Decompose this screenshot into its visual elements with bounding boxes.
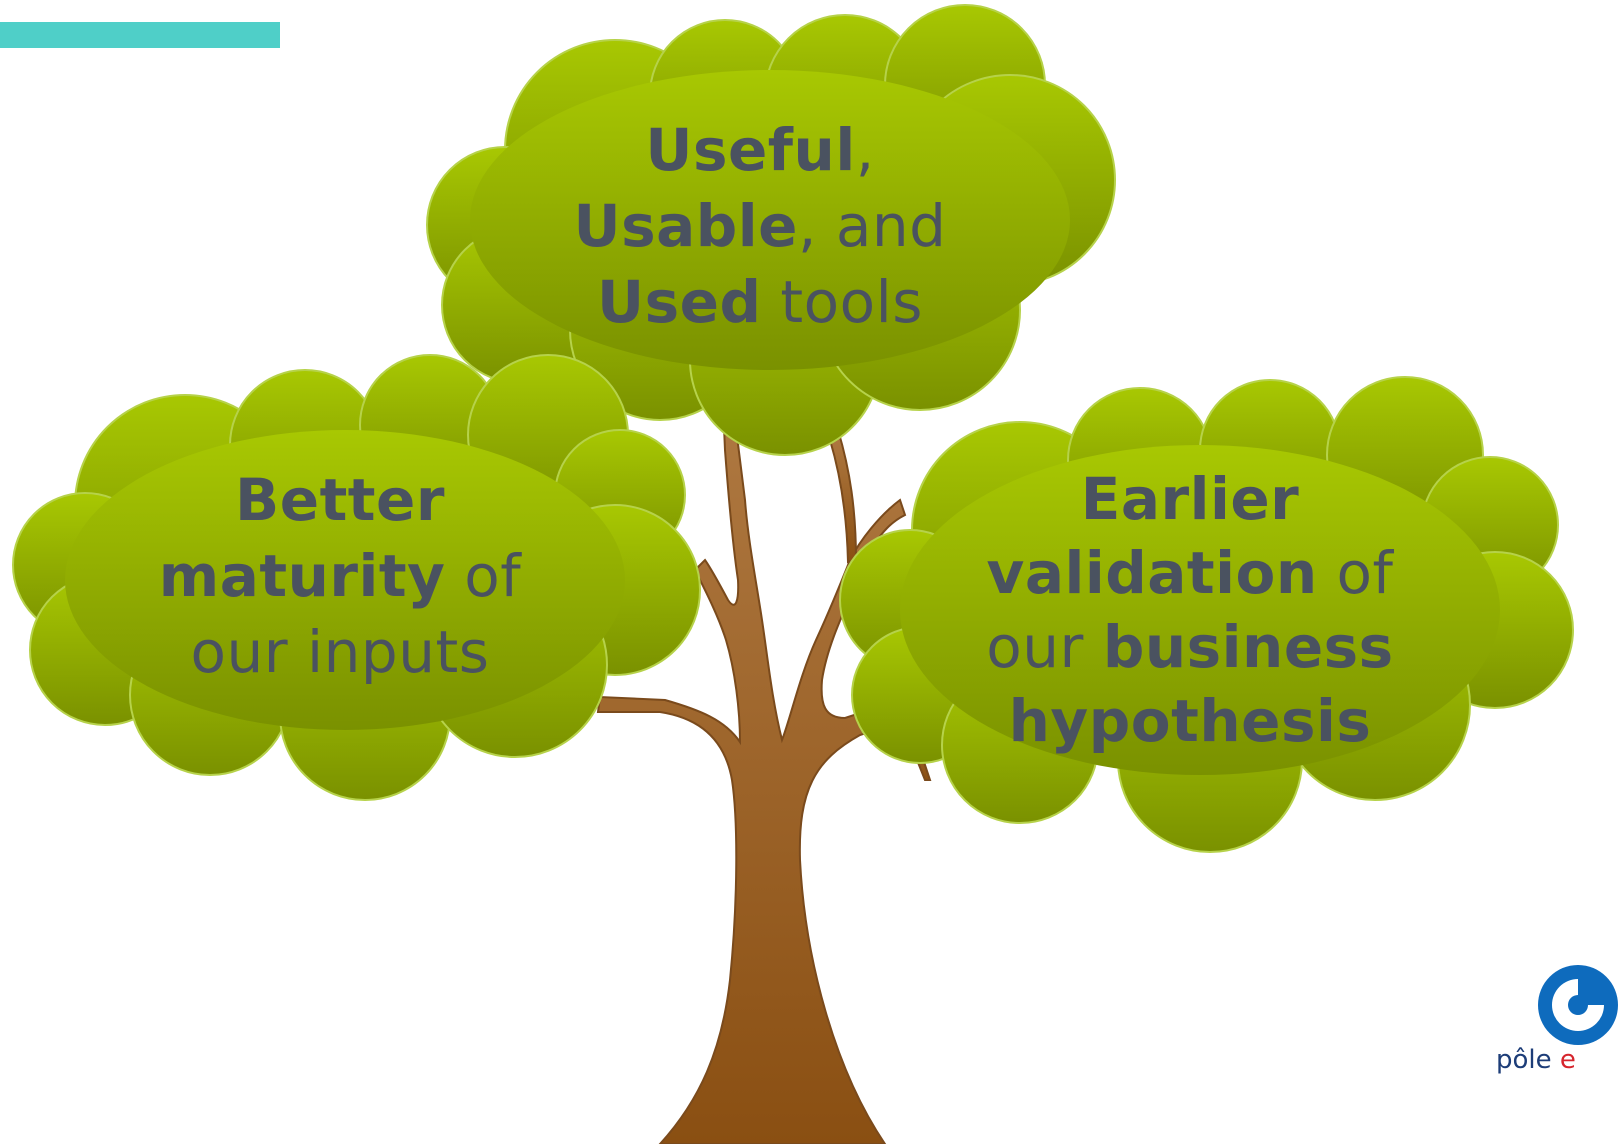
cloud-right (839, 376, 1574, 853)
cloud-top-text: Useful, Usable, and Used tools (480, 112, 1040, 340)
bold-text: Earlier (1080, 465, 1300, 533)
cloud-right-line-4: hypothesis (880, 684, 1500, 758)
bold-text: Better (235, 466, 445, 534)
bold-text: hypothesis (1008, 687, 1372, 755)
logo-emblem-icon (1538, 965, 1618, 1045)
cloud-left (12, 354, 701, 801)
regular-text: tools (761, 268, 923, 336)
logo-text-accent: e (1559, 1045, 1576, 1075)
regular-text: of (1317, 539, 1394, 607)
cloud-left-line-2: maturity of (40, 538, 640, 614)
bold-text: maturity (158, 542, 446, 610)
cloud-top-line-2: Usable, and (480, 188, 1040, 264)
cloud-right-text: Earlier validation of our business hypot… (880, 462, 1500, 758)
logo-text: pôle (1496, 1045, 1560, 1075)
regular-text: our (986, 613, 1103, 681)
regular-text: our inputs (190, 618, 490, 686)
regular-text: , and (798, 192, 947, 260)
cloud-top-line-3: Used tools (480, 264, 1040, 340)
regular-text: of (445, 542, 522, 610)
bold-text: Useful (645, 116, 856, 184)
logo-label: pôle e (1496, 1045, 1576, 1075)
regular-text: , (855, 116, 875, 184)
cloud-left-text: Better maturity of our inputs (40, 462, 640, 690)
bold-text: business (1102, 613, 1394, 681)
cloud-right-line-2: validation of (880, 536, 1500, 610)
pole-emploi-logo: pôle e (1490, 965, 1619, 1144)
cloud-top-line-1: Useful, (480, 112, 1040, 188)
cloud-right-line-3: our business (880, 610, 1500, 684)
cloud-left-line-1: Better (40, 462, 640, 538)
cloud-left-line-3: our inputs (40, 614, 640, 690)
cloud-right-line-1: Earlier (880, 462, 1500, 536)
accent-bar (0, 22, 280, 48)
cloud-top (426, 4, 1116, 456)
bold-text: Usable (573, 192, 798, 260)
bold-text: Used (597, 268, 762, 336)
bold-text: validation (986, 539, 1318, 607)
